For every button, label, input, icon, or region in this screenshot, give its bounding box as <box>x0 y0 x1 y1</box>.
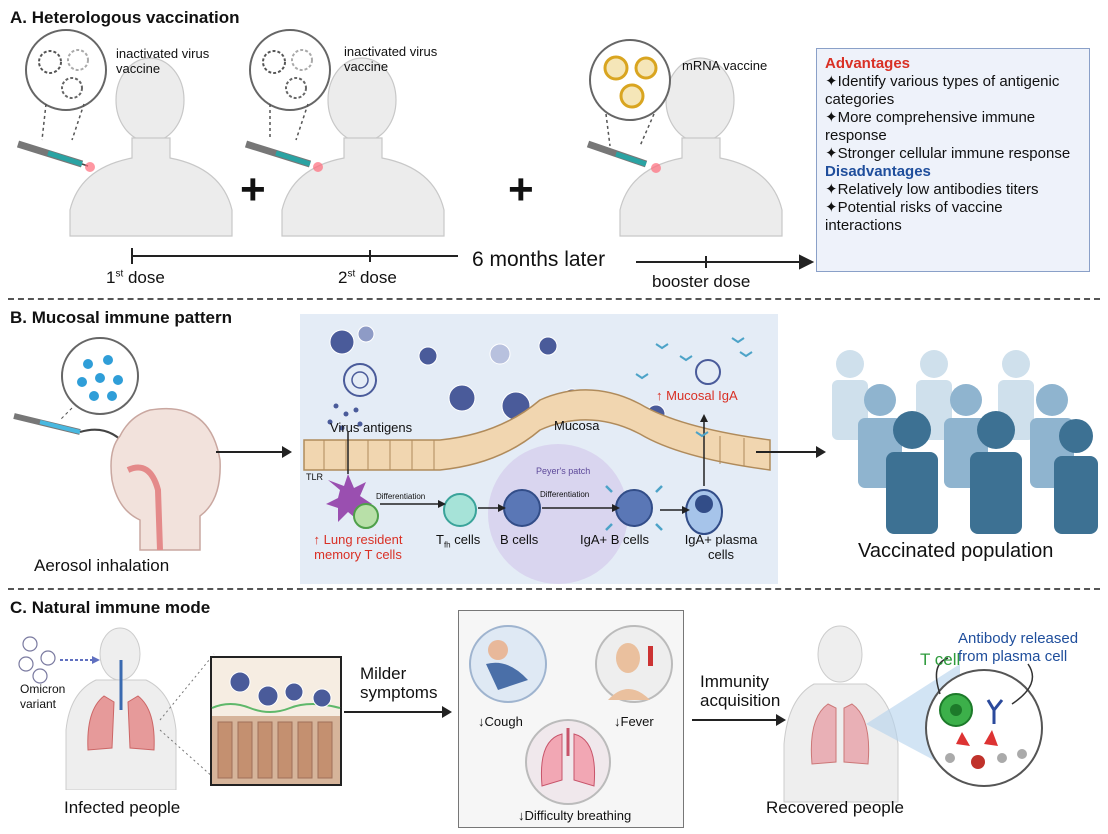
recovered-person-illustration <box>783 625 1043 803</box>
symptoms-illustration <box>469 625 673 805</box>
section-b-title: B. Mucosal immune pattern <box>10 308 232 327</box>
milder-symptoms-label: Milder symptoms <box>360 664 438 702</box>
pros-cons-box: Advantages ✦Identify various types of an… <box>816 48 1090 272</box>
plasma-cell-icon <box>685 489 723 535</box>
antibody-icon <box>635 337 753 438</box>
omicron-label: Omicron variant <box>20 682 66 711</box>
dose1-vaccine-label: inactivated virus vaccine <box>116 46 210 76</box>
virus-icon <box>945 749 1027 769</box>
syringe-icon-3 <box>586 140 661 173</box>
cough-icon <box>469 625 547 703</box>
arrow-icon <box>216 446 292 458</box>
recovered-label: Recovered people <box>766 798 904 817</box>
iga-b-cells-label: IgA+ B cells <box>580 532 650 547</box>
dose2-vaccine-label: inactivated virus vaccine <box>344 44 438 74</box>
booster-vaccine-label: mRNA vaccine <box>682 58 768 73</box>
immunity-acquisition-label: Immunity acquisition <box>700 672 781 710</box>
b-cell-icon <box>503 489 541 527</box>
peyers-patch <box>488 444 628 584</box>
advantage-item: ✦More comprehensive immune response <box>825 109 1036 144</box>
interval-label: 6 months later <box>472 248 606 271</box>
timeline <box>131 248 815 270</box>
disadvantage-item: ✦Potential risks of vaccine interactions <box>825 199 1003 234</box>
difficulty-breathing-label: ↓Difficulty breathing <box>518 808 632 823</box>
inactivated-virus-icon-2 <box>249 29 331 141</box>
arrow-icon <box>344 706 452 718</box>
section-a-title: A. Heterologous vaccination <box>10 8 240 27</box>
tlr-label: TLR <box>306 472 324 482</box>
mucosa-label: Mucosa <box>554 418 600 433</box>
dendritic-cell-icon <box>326 474 379 529</box>
zoom-circle <box>925 669 1043 787</box>
inactivated-virus-icon-1 <box>25 29 107 141</box>
mucosal-iga-label: ↑ Mucosal IgA <box>656 388 738 403</box>
infected-person-illustration <box>18 627 215 790</box>
lungs-icon <box>87 695 115 751</box>
b-cells-label: B cells <box>500 532 539 547</box>
head-profile-icon <box>110 407 221 551</box>
virus-icon <box>229 671 332 708</box>
plus-icon-2: + <box>508 165 534 214</box>
t-cell-label: T cell <box>920 650 961 669</box>
mucosal-illustration <box>303 325 771 584</box>
iga-b-cell-icon <box>605 485 663 531</box>
differentiation-label: Differentiation <box>376 492 426 501</box>
dose2-label: 2st dose <box>338 268 397 287</box>
aerosol-illustration <box>13 337 221 551</box>
person-figure-1 <box>69 57 233 237</box>
booster-dose-label: booster dose <box>652 272 751 291</box>
cough-label: ↓Cough <box>478 714 523 729</box>
section-a-illustration <box>16 29 815 270</box>
advantage-item: ✦Identify various types of antigenic cat… <box>825 73 1060 108</box>
section-c-title: C. Natural immune mode <box>10 598 211 617</box>
tfh-cells-label: Tfh cells <box>436 532 481 550</box>
syringe-icon-2 <box>244 140 323 172</box>
advantages-title: Advantages <box>825 55 911 72</box>
iga-plasma-cells-label: IgA+ plasma cells <box>684 532 758 562</box>
antibody-label: Antibody released from plasma cell <box>958 630 1079 665</box>
lungs-icon <box>525 719 611 805</box>
arrow-icon <box>692 714 786 726</box>
plus-icon-1: + <box>240 165 266 214</box>
disadvantages-title: Disadvantages <box>825 163 931 180</box>
fever-icon <box>595 625 673 703</box>
airway-tissue-icon <box>210 656 342 786</box>
person-figure-3 <box>619 57 783 237</box>
virus-antigens-label: Virus antigens <box>330 420 413 435</box>
disadvantage-item: ✦Relatively low antibodies titers <box>825 181 1039 198</box>
tfh-cell-icon <box>443 493 477 527</box>
syringe-icon-1 <box>16 140 95 172</box>
vaccinated-label: Vaccinated population <box>858 540 1054 562</box>
advantage-item: ✦Stronger cellular immune response <box>825 145 1071 162</box>
mrna-vaccine-icon <box>589 39 671 147</box>
lung-t-cells-label: ↑ Lung resident memory T cells <box>313 532 403 562</box>
peyers-patch-label: Peyer's patch <box>536 466 591 476</box>
differentiation-label: Differentiation <box>540 490 590 499</box>
dose1-label: 1st dose <box>106 268 165 287</box>
aerosol-label: Aerosol inhalation <box>34 556 170 575</box>
infected-label: Infected people <box>64 798 181 817</box>
vaccinated-crowd-icon <box>832 350 1098 534</box>
section-divider-2 <box>8 588 1100 590</box>
arrow-icon <box>756 446 826 458</box>
section-divider-1 <box>8 298 1100 300</box>
fever-label: ↓Fever <box>614 714 654 729</box>
omicron-virus-icon <box>18 636 56 684</box>
coronavirus-icon <box>343 359 721 397</box>
person-figure-2 <box>281 57 445 237</box>
antibody-icon <box>986 699 1004 724</box>
